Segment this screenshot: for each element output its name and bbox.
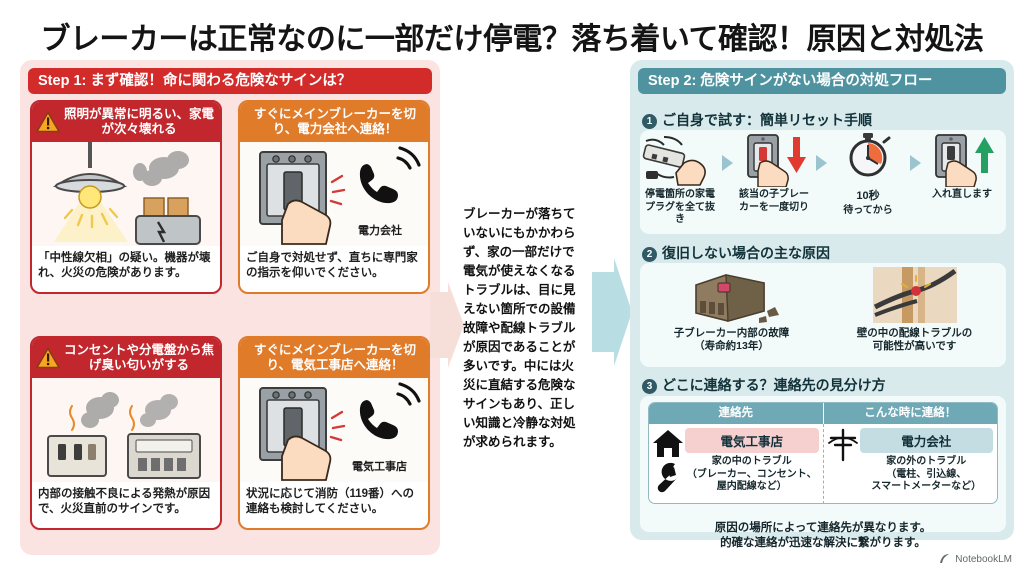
section3-title: 3 どこに連絡する？連絡先の見分け方 [642, 375, 886, 395]
card-header-text: すぐにメインブレーカーを切り、電気工事店へ連絡！ [253, 343, 417, 372]
card-header: 照明が異常に明るい、家電が次々壊れる [32, 102, 220, 142]
art-smoking-outlet-and-panel [32, 378, 220, 482]
wrench-icon [657, 462, 678, 493]
notebooklm-logo-icon [940, 554, 950, 563]
cause-label: 壁の中の配線トラブルの 可能性が高いです [856, 327, 973, 352]
card-header: コンセントや分電盤から焦げ臭い匂いがする [32, 338, 220, 378]
contacts-col-header-2: こんな時に連絡！ [864, 407, 957, 419]
contact-description: 家の外のトラブル （電柱、引込線、 スマートメーターなど） [871, 456, 982, 492]
house-and-wrench-icons [653, 430, 683, 493]
triangle-right-icon [721, 155, 733, 171]
reset-step-2: 該当の子ブレーカーを一度切り [734, 130, 814, 214]
page-title: ブレーカーは正常なのに一部だけ停電？落ち着いて確認！原因と対処法 [40, 23, 984, 56]
card-caption: ご自身で対処せず、直ちに専門家の指示を仰いでください。 [246, 252, 418, 279]
contacts-table: 連絡先 こんな時に連絡！ 電気工事店 [648, 402, 998, 504]
flow-separator [720, 130, 734, 171]
contacts-table-body: 電気工事店 家の中のトラブル （ブレーカー、コンセント、 屋内配線など） 電力会… [649, 424, 998, 503]
contact-row-electrician: 電気工事店 家の中のトラブル （ブレーカー、コンセント、 屋内配線など） [649, 424, 824, 503]
stopwatch-icon [828, 133, 908, 187]
cause-wall-wiring: 壁の中の配線トラブルの 可能性が高いです [830, 267, 1000, 353]
section-number-badge: 2 [642, 247, 657, 262]
card-caption: 「中性線欠相」の疑い。機器が壊れ、火災の危険があります。 [38, 252, 211, 279]
card-sign-bright-light: 照明が異常に明るい、家電が次々壊れる [30, 100, 222, 294]
section-title-text: ご自身で試す：簡単リセット手順 [662, 112, 872, 128]
reset-step-seconds: 10秒 [856, 190, 880, 202]
step1-header: Step 1: まず確認！命に関わる危険なサインは？ [28, 68, 432, 94]
utility-pole-icon [827, 428, 858, 462]
triangle-right-icon [909, 155, 921, 171]
section3-footer: 原因の場所によって連絡先が異なります。 的確な連絡が迅速な解決に繋がります。 [714, 522, 932, 549]
phone-target-label: 電力会社 [358, 225, 402, 237]
cause-breaker-failure: 子ブレーカー内部の故障 （寿命約13年） [647, 267, 817, 353]
contact-row-power-company: 電力会社 家の外のトラブル （電柱、引込線、 スマートメーターなど） [824, 424, 998, 503]
warning-triangle-icon [36, 347, 60, 369]
flow-arrow-explanation-to-step2 [592, 258, 632, 366]
section-title-text: どこに連絡する？連絡先の見分け方 [662, 377, 886, 393]
art-breaker-panel-and-phone: 電力会社 [240, 142, 428, 246]
contacts-col-header-1: 連絡先 [649, 403, 824, 424]
flow-separator [908, 130, 922, 171]
section1-box: 停電箇所の家電プラグを全て抜き [640, 130, 1006, 234]
flow-arrow-step1-to-explanation [430, 282, 464, 368]
reset-step-1: 停電箇所の家電プラグを全て抜き [640, 130, 720, 227]
contact-description: 家の中のトラブル （ブレーカー、コンセント、 屋内配線など） [686, 456, 817, 492]
section2-title: 2 復旧しない場合の主な原因 [642, 243, 830, 263]
card-sign-burning-smell: コンセントや分電盤から焦げ臭い匂いがする [30, 336, 222, 530]
reset-steps-list: 停電箇所の家電プラグを全て抜き [640, 130, 1006, 234]
card-action-power-company: すぐにメインブレーカーを切り、電力会社へ連絡！ [238, 100, 430, 294]
contact-name: 電気工事店 [685, 428, 819, 453]
wall-wiring-icon [830, 267, 1000, 325]
breaker-switch-up-icon [922, 133, 1002, 188]
art-lamp-and-smoking-toaster [32, 142, 220, 246]
card-header-text: 照明が異常に明るい、家電が次々壊れる [63, 107, 214, 136]
explanation-text: ブレーカーが落ちていないにもかかわらず、家の一部だけで電気が使えなくなるトラブル… [463, 207, 576, 449]
notebooklm-watermark: NotebookLM [939, 553, 1012, 565]
section-number-badge: 1 [642, 114, 657, 129]
contacts-table-header: 連絡先 こんな時に連絡！ [649, 403, 997, 424]
section-title-text: 復旧しない場合の主な原因 [662, 245, 830, 261]
card-header: すぐにメインブレーカーを切り、電力会社へ連絡！ [240, 102, 428, 142]
causes-list: 子ブレーカー内部の故障 （寿命約13年） [640, 263, 1006, 367]
triangle-right-icon [815, 155, 827, 171]
card-header: すぐにメインブレーカーを切り、電気工事店へ連絡！ [240, 338, 428, 378]
section1-title: 1 ご自身で試す：簡単リセット手順 [642, 110, 872, 130]
power-strip-unplug-icon [640, 133, 720, 187]
broken-breaker-icon [647, 267, 817, 325]
reset-step-label: 入れ直します [932, 189, 992, 200]
step2-header: Step 2: 危険サインがない場合の対処フロー [638, 68, 1006, 94]
card-caption: 内部の接触不良による発熱が原因で、火災直前のサインです。 [38, 488, 211, 515]
section-number-badge: 3 [642, 379, 657, 394]
card-header-text: すぐにメインブレーカーを切り、電力会社へ連絡！ [253, 107, 417, 136]
reset-step-4: 入れ直します [922, 130, 1002, 202]
house-icon [653, 430, 683, 457]
card-action-electrician: すぐにメインブレーカーを切り、電気工事店へ連絡！ [238, 336, 430, 530]
reset-step-label: 該当の子ブレーカーを一度切り [739, 189, 809, 213]
phone-target-label: 電気工事店 [352, 461, 407, 473]
card-caption: 状況に応じて消防（119番）への連絡も検討してください。 [246, 488, 415, 515]
card-header-text: コンセントや分電盤から焦げ臭い匂いがする [63, 343, 214, 372]
cause-label: 子ブレーカー内部の故障 （寿命約13年） [673, 327, 790, 352]
section3-box: 連絡先 こんな時に連絡！ 電気工事店 [640, 396, 1006, 532]
breaker-switch-down-icon [734, 133, 814, 188]
contact-name: 電力会社 [859, 428, 993, 453]
watermark-text: NotebookLM [955, 553, 1012, 565]
flow-separator [814, 130, 828, 171]
section2-box: 子ブレーカー内部の故障 （寿命約13年） [640, 263, 1006, 367]
reset-step-label: 停電箇所の家電プラグを全て抜き [645, 189, 715, 225]
reset-step-label: 待ってから [843, 205, 893, 216]
reset-step-3: 10秒 待ってから [828, 130, 908, 218]
warning-triangle-icon [36, 111, 60, 133]
art-breaker-panel-and-phone: 電気工事店 [240, 378, 428, 482]
